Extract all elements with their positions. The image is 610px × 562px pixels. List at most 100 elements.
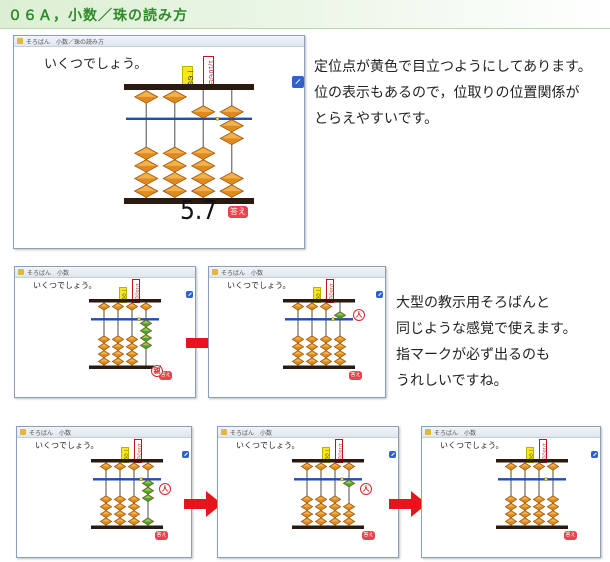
- earth-bead[interactable]: [333, 357, 347, 366]
- earth-bead[interactable]: [133, 184, 159, 198]
- heaven-bead[interactable]: [162, 90, 188, 104]
- earth-bead[interactable]: [190, 159, 216, 173]
- earth-bead[interactable]: [546, 517, 560, 526]
- earth-bead[interactable]: [532, 502, 546, 511]
- heaven-bead[interactable]: [328, 462, 342, 471]
- earth-bead[interactable]: [190, 146, 216, 160]
- earth-bead[interactable]: [291, 335, 305, 344]
- earth-bead[interactable]: [319, 342, 333, 351]
- earth-bead[interactable]: [125, 350, 139, 359]
- earth-bead[interactable]: [305, 357, 319, 366]
- earth-bead[interactable]: [125, 335, 139, 344]
- earth-bead[interactable]: [113, 517, 127, 526]
- heaven-bead[interactable]: [97, 302, 111, 311]
- earth-bead[interactable]: [127, 510, 141, 519]
- earth-bead[interactable]: [532, 510, 546, 519]
- earth-bead[interactable]: [141, 479, 155, 488]
- heaven-bead[interactable]: [219, 105, 245, 119]
- earth-bead[interactable]: [219, 171, 245, 186]
- earth-bead[interactable]: [219, 119, 245, 133]
- earth-bead[interactable]: [504, 495, 518, 504]
- heaven-bead[interactable]: [532, 462, 546, 471]
- earth-bead[interactable]: [300, 510, 314, 519]
- earth-bead[interactable]: [97, 357, 111, 366]
- heaven-bead[interactable]: [333, 311, 347, 320]
- earth-bead[interactable]: [342, 479, 356, 488]
- earth-bead[interactable]: [300, 502, 314, 511]
- earth-bead[interactable]: [139, 341, 153, 350]
- soroban[interactable]: [292, 459, 364, 529]
- earth-bead[interactable]: [504, 510, 518, 519]
- earth-bead[interactable]: [291, 342, 305, 351]
- earth-bead[interactable]: [141, 486, 155, 495]
- heaven-bead[interactable]: [113, 462, 127, 471]
- earth-bead[interactable]: [518, 502, 532, 511]
- heaven-bead[interactable]: [342, 462, 356, 471]
- answer-button[interactable]: 答え: [155, 531, 168, 540]
- earth-bead[interactable]: [328, 495, 342, 504]
- heaven-bead[interactable]: [133, 90, 159, 104]
- heaven-bead[interactable]: [291, 302, 305, 311]
- earth-bead[interactable]: [328, 510, 342, 519]
- pencil-icon[interactable]: [182, 451, 189, 458]
- earth-bead[interactable]: [97, 335, 111, 344]
- earth-bead[interactable]: [518, 510, 532, 519]
- earth-bead[interactable]: [314, 495, 328, 504]
- earth-bead[interactable]: [111, 335, 125, 344]
- earth-bead[interactable]: [125, 357, 139, 366]
- earth-bead[interactable]: [162, 171, 188, 186]
- earth-bead[interactable]: [99, 510, 113, 519]
- earth-bead[interactable]: [291, 357, 305, 366]
- earth-bead[interactable]: [97, 350, 111, 359]
- heaven-bead[interactable]: [319, 302, 333, 311]
- earth-bead[interactable]: [219, 131, 245, 145]
- earth-bead[interactable]: [97, 342, 111, 351]
- earth-bead[interactable]: [532, 517, 546, 526]
- earth-bead[interactable]: [113, 502, 127, 511]
- heaven-bead[interactable]: [546, 462, 560, 471]
- earth-bead[interactable]: [190, 171, 216, 186]
- soroban[interactable]: [91, 459, 163, 529]
- answer-button[interactable]: 答え: [349, 371, 362, 380]
- heaven-bead[interactable]: [518, 462, 532, 471]
- earth-bead[interactable]: [133, 171, 159, 186]
- soroban[interactable]: [283, 299, 355, 369]
- heaven-bead[interactable]: [314, 462, 328, 471]
- earth-bead[interactable]: [111, 357, 125, 366]
- earth-bead[interactable]: [342, 510, 356, 519]
- earth-bead[interactable]: [333, 342, 347, 351]
- pencil-icon[interactable]: [389, 451, 396, 458]
- earth-bead[interactable]: [328, 517, 342, 526]
- pencil-icon[interactable]: [292, 76, 304, 88]
- heaven-bead[interactable]: [139, 302, 153, 311]
- earth-bead[interactable]: [328, 502, 342, 511]
- answer-button[interactable]: 答え: [564, 531, 577, 540]
- earth-bead[interactable]: [546, 510, 560, 519]
- earth-bead[interactable]: [305, 335, 319, 344]
- earth-bead[interactable]: [319, 357, 333, 366]
- earth-bead[interactable]: [162, 184, 188, 198]
- pencil-icon[interactable]: [376, 291, 383, 298]
- earth-bead[interactable]: [314, 502, 328, 511]
- earth-bead[interactable]: [504, 517, 518, 526]
- heaven-bead[interactable]: [141, 462, 155, 471]
- earth-bead[interactable]: [300, 517, 314, 526]
- earth-bead[interactable]: [342, 517, 356, 526]
- earth-bead[interactable]: [162, 159, 188, 173]
- earth-bead[interactable]: [333, 335, 347, 344]
- earth-bead[interactable]: [314, 517, 328, 526]
- heaven-bead[interactable]: [99, 462, 113, 471]
- earth-bead[interactable]: [532, 495, 546, 504]
- earth-bead[interactable]: [139, 326, 153, 335]
- earth-bead[interactable]: [219, 184, 245, 198]
- earth-bead[interactable]: [133, 159, 159, 173]
- earth-bead[interactable]: [305, 342, 319, 351]
- earth-bead[interactable]: [190, 184, 216, 198]
- pencil-icon[interactable]: [591, 451, 598, 458]
- earth-bead[interactable]: [99, 495, 113, 504]
- heaven-bead[interactable]: [127, 462, 141, 471]
- heaven-bead[interactable]: [125, 302, 139, 311]
- earth-bead[interactable]: [305, 350, 319, 359]
- earth-bead[interactable]: [546, 502, 560, 511]
- earth-bead[interactable]: [113, 495, 127, 504]
